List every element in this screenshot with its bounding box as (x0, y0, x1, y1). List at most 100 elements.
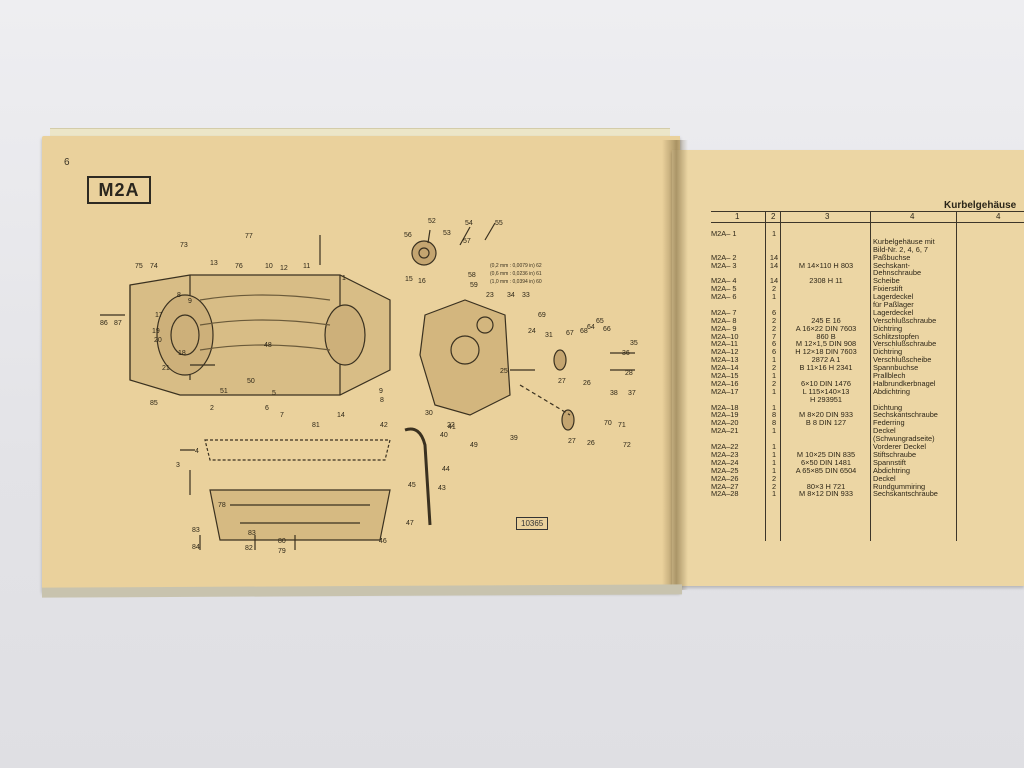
svg-text:(0,6 mm : 0,0236 in) 61: (0,6 mm : 0,0236 in) 61 (490, 271, 542, 277)
table-row: Bild-Nr. 2, 4, 6, 7 (711, 244, 1024, 254)
svg-text:49: 49 (470, 442, 478, 449)
svg-text:85: 85 (150, 400, 158, 407)
svg-text:42: 42 (380, 422, 388, 429)
norm-spec: B 8 DIN 127 (805, 418, 847, 428)
svg-text:55: 55 (495, 220, 503, 227)
quantity: 2 (771, 473, 777, 483)
svg-text:56: 56 (404, 232, 412, 239)
description: Sechskant- (873, 260, 910, 270)
svg-text:11: 11 (303, 263, 310, 270)
quantity: 1 (771, 426, 777, 436)
quantity: 1 (771, 386, 777, 396)
svg-text:41: 41 (448, 424, 456, 431)
part-number: M2A–24 (711, 457, 739, 467)
quantity: 2 (771, 323, 777, 333)
svg-text:73: 73 (180, 242, 188, 249)
description: Bild-Nr. 2, 4, 6, 7 (873, 244, 929, 254)
part-number: M2A– 3 (711, 260, 737, 270)
svg-text:5: 5 (272, 390, 276, 397)
svg-text:54: 54 (465, 220, 473, 227)
svg-text:44: 44 (442, 466, 450, 473)
part-number: M2A– 4 (711, 276, 737, 286)
svg-text:(1,0 mm : 0,0394 in) 60: (1,0 mm : 0,0394 in) 60 (490, 279, 542, 285)
description: Lagerdeckel (873, 307, 914, 317)
table-row: H 293951 (711, 394, 1024, 404)
description: Halbrundkerbnagel (873, 378, 936, 388)
svg-text:21: 21 (162, 365, 170, 372)
svg-text:81: 81 (312, 422, 320, 429)
svg-text:57: 57 (463, 238, 471, 245)
part-number: M2A–19 (711, 410, 739, 420)
norm-spec: 6×50 DIN 1481 (801, 457, 851, 467)
description: Sechskantschraube (873, 489, 938, 499)
norm-spec: H 293951 (809, 394, 843, 404)
description: Stiftschraube (873, 449, 917, 459)
part-number: M2A– 2 (711, 252, 737, 262)
part-number: M2A–25 (711, 465, 739, 475)
svg-text:18: 18 (178, 350, 186, 357)
part-number: M2A– 9 (711, 323, 737, 333)
exploded-engine-diagram: (0,2 mm : 0,0079 in) 62 (0,6 mm : 0,0236… (100, 218, 638, 555)
svg-text:67: 67 (566, 330, 574, 337)
svg-text:4: 4 (195, 448, 199, 455)
table-row: Dehnschraube (711, 269, 1024, 277)
part-number: M2A– 5 (711, 284, 737, 294)
svg-text:48: 48 (264, 342, 272, 349)
svg-text:7: 7 (280, 412, 284, 419)
quantity: 1 (771, 465, 777, 475)
part-number: M2A–12 (711, 347, 739, 357)
svg-text:10: 10 (265, 263, 273, 270)
svg-text:13: 13 (210, 260, 218, 267)
svg-text:39: 39 (510, 435, 518, 442)
svg-text:23: 23 (486, 292, 494, 299)
svg-text:75: 75 (135, 263, 143, 270)
svg-text:35: 35 (630, 340, 638, 347)
norm-spec: B 11×16 H 2341 (799, 363, 853, 373)
norm-spec: 860 B (816, 331, 836, 341)
svg-text:86: 86 (100, 320, 108, 327)
quantity: 7 (771, 331, 777, 341)
description: Schlitzstopfen (873, 331, 920, 341)
norm-spec: M 10×25 DIN 835 (796, 449, 856, 459)
svg-text:79: 79 (278, 548, 286, 555)
svg-text:59: 59 (470, 282, 478, 289)
svg-text:53: 53 (443, 230, 451, 237)
table-row: für Paßlager (711, 301, 1024, 309)
part-number: M2A–27 (711, 481, 739, 491)
section-code: M2A (87, 176, 151, 204)
quantity: 1 (771, 229, 777, 238)
quantity: 6 (771, 347, 777, 357)
table-row: Kurbelgehäuse mit (711, 237, 1024, 246)
norm-spec: H 12×18 DIN 7603 (795, 347, 857, 357)
svg-text:64: 64 (587, 324, 595, 331)
norm-spec: M 8×20 DIN 933 (798, 410, 854, 420)
table-col-divider (956, 211, 957, 541)
svg-text:(0,2 mm : 0,0079 in) 62: (0,2 mm : 0,0079 in) 62 (490, 263, 542, 269)
svg-text:9: 9 (188, 298, 192, 305)
table-rule-top (711, 211, 1024, 212)
description: (Schwungradseite) (873, 434, 935, 444)
svg-text:83: 83 (192, 527, 200, 534)
description: Vorderer Deckel (873, 442, 926, 452)
svg-text:66: 66 (603, 326, 611, 333)
svg-text:76: 76 (235, 263, 243, 270)
figure-number: 10365 (516, 517, 549, 530)
svg-text:82: 82 (245, 545, 253, 552)
quantity: 1 (771, 457, 777, 467)
description: Abdichtring (873, 386, 910, 396)
svg-text:69: 69 (538, 312, 546, 319)
svg-text:84: 84 (192, 544, 200, 551)
table-rule-head (711, 222, 1024, 223)
col-header-extra: 4 (996, 212, 1001, 221)
